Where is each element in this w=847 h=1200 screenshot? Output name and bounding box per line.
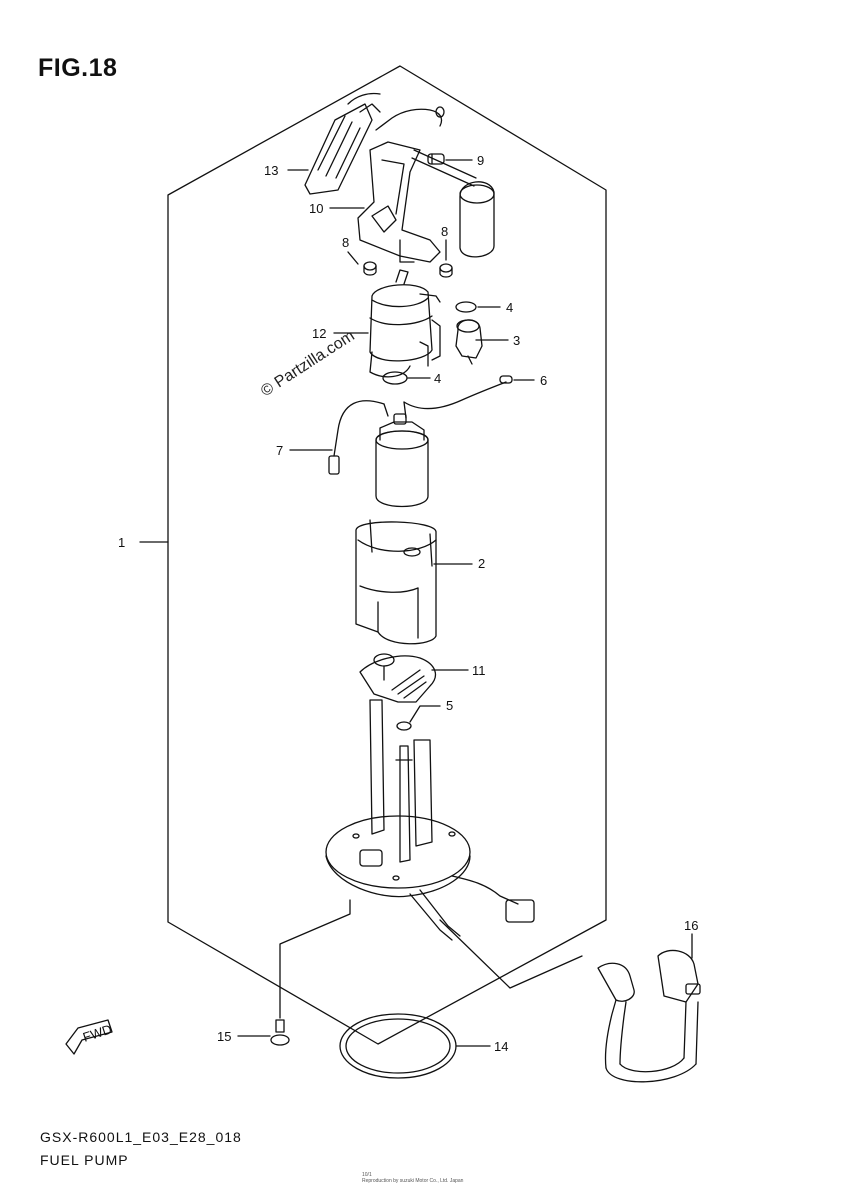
part-5-washer[interactable] [396,721,412,731]
callouts: 1 2 3 4 4 5 6 7 8 8 9 10 11 12 13 14 15 [118,153,698,1054]
svg-text:FWD: FWD [81,1021,114,1044]
callout-12[interactable]: 12 [312,326,326,341]
callout-4-lower[interactable]: 4 [434,371,441,386]
callout-15[interactable]: 15 [217,1029,231,1044]
part-14-gasket[interactable] [339,1013,457,1079]
callout-6[interactable]: 6 [540,373,547,388]
part-11-filter[interactable] [359,653,437,703]
guide-line-lower [279,899,351,1019]
callout-4-upper[interactable]: 4 [506,300,513,315]
part-15-bolt[interactable] [270,1019,290,1046]
callout-14[interactable]: 14 [494,1039,508,1054]
fwd-arrow-icon: FWD [65,1019,114,1055]
callout-2[interactable]: 2 [478,556,485,571]
callout-16[interactable]: 16 [684,918,698,933]
part-8-screw-right[interactable] [439,263,453,278]
part-12-regulator-housing[interactable] [369,269,441,378]
part-4-o-ring-lower[interactable] [382,371,408,385]
part-10-float[interactable] [459,181,495,258]
callout-9[interactable]: 9 [477,153,484,168]
diagram-name: FUEL PUMP [40,1152,129,1168]
callout-3[interactable]: 3 [513,333,520,348]
part-8-screw-left[interactable] [363,261,377,276]
part-4-o-ring-upper[interactable] [455,301,477,313]
callout-7[interactable]: 7 [276,443,283,458]
fine-print: 10/1 Reproduction by suzuki Motor Co., L… [362,1172,463,1184]
callout-8-right[interactable]: 8 [441,224,448,239]
callout-8-left[interactable]: 8 [342,235,349,250]
fine-print-line: Reproduction by suzuki Motor Co., Ltd. J… [362,1178,464,1184]
callout-1[interactable]: 1 [118,535,125,550]
figure-title: FIG.18 [38,54,118,82]
pump-flange-base[interactable] [325,699,535,941]
assembly-boundary [167,65,607,1045]
fuel-pump-motor[interactable] [375,413,429,508]
diagram-code: GSX-R600L1_E03_E28_018 [40,1129,242,1145]
callout-13[interactable]: 13 [264,163,278,178]
callout-10[interactable]: 10 [309,201,323,216]
part-13-connector-bracket[interactable] [304,92,445,195]
part-3-regulator[interactable] [455,319,483,365]
part-7-wire-lead[interactable] [328,400,389,475]
part-2-pump-holder[interactable] [355,519,437,645]
part-9-clip[interactable] [427,153,445,165]
guide-line-hose [439,919,583,989]
callout-5[interactable]: 5 [446,698,453,713]
part-6-wire-lead[interactable] [403,375,513,419]
callout-11[interactable]: 11 [472,663,486,678]
fine-print-line: 10/1 [362,1172,372,1178]
part-10-sender-bracket[interactable] [357,141,477,263]
part-16-fuel-hose[interactable] [597,949,701,1083]
